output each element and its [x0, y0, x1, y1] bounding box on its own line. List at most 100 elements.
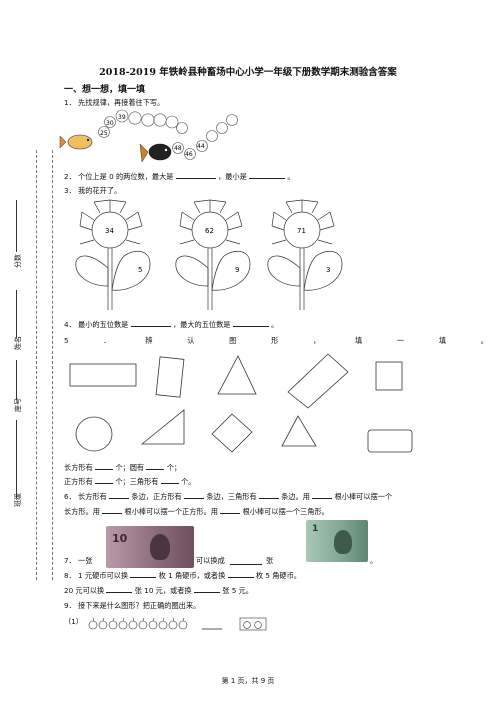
question-5-answer-line-1: 长方形有 个；圆有 个；: [64, 463, 181, 473]
portrait-icon: [150, 534, 170, 560]
apple-icon: [168, 617, 178, 630]
shape-square: [375, 361, 403, 391]
question-9-text: 9． 接下来是什么图形？把正确的圈出来。: [64, 601, 201, 610]
banknote-value: 1: [312, 524, 319, 534]
answer-blank[interactable]: [312, 498, 333, 499]
chain-number-2: 30: [106, 120, 114, 127]
question-2-part-b: ，最小是: [218, 172, 247, 181]
score-blank[interactable]: [16, 200, 17, 252]
q6-text: 6． 长方形有: [64, 492, 107, 501]
flower-2-leaf-number: 9: [235, 266, 239, 274]
q5-answer-text: 个；三角形有: [115, 477, 159, 486]
question-7-text-b: 可以换成: [196, 556, 225, 565]
question-6-line-1: 6． 长方形有 条边，正方形有 条边，三角形有 条边。用 根小棒可以摆一个: [64, 492, 392, 502]
q6-text: 根小棒可以摆一个正方形。用: [124, 507, 218, 516]
choice-box[interactable]: [239, 617, 267, 631]
q8-text: 张 10 元，或者换: [134, 586, 192, 595]
apple-icon: [128, 617, 138, 630]
question-4-part-a: 4． 最小的五位数是: [64, 320, 129, 329]
name-label: 姓名: [14, 336, 22, 350]
apple-icon: [243, 621, 251, 629]
fish-number-chain: 39 30 25 48 44 46: [59, 109, 238, 163]
q5-char: 认: [187, 336, 195, 345]
answer-blank[interactable]: [95, 469, 114, 470]
document-title: 2018-2019 年铁岭县种畜场中心小学一年级下册数学期末测验含答案: [99, 67, 397, 78]
q5-char: 一: [396, 336, 405, 345]
apple-icon: [98, 617, 108, 630]
answer-blank[interactable]: [193, 592, 220, 593]
q8-text: 20 元可以换: [64, 586, 105, 595]
answer-blank[interactable]: [258, 498, 279, 499]
answer-blank[interactable]: [160, 483, 179, 484]
apple-icon: [118, 617, 128, 630]
score-label: 分数: [14, 254, 22, 268]
question-8-line-1: 8． 1 元硬币可以换 枚 1 角硬币，或者换 枚 5 角硬币。: [64, 571, 301, 581]
question-4-end: 。: [271, 320, 279, 329]
flower-1-center-number: 34: [105, 227, 114, 235]
question-5-text: 5 ． 辨 认 图 形 ， 填 一 填 。: [64, 336, 488, 346]
answer-blank[interactable]: [227, 577, 254, 578]
banknote-value: 10: [112, 532, 128, 545]
question-4-part-b: ，最大的五位数是: [172, 320, 231, 329]
bubble-chain-2: [172, 114, 238, 160]
flower-3: [267, 199, 343, 310]
question-6-line-2: 长方形。用 根小棒可以摆一个正方形。用 根小棒可以摆一个三角形。: [64, 507, 329, 517]
chain-number-3: 25: [100, 130, 108, 137]
flower-diagram: 34 5 62 9 71 3: [75, 199, 343, 310]
answer-blank[interactable]: [232, 326, 269, 327]
chain-number-6: 46: [185, 151, 193, 158]
apple-icon: [88, 617, 98, 630]
q5-char: 填: [438, 336, 447, 345]
q5-answer-text: 个。: [181, 477, 196, 486]
ten-yuan-banknote: 10: [106, 526, 194, 568]
chain-number-1: 39: [118, 114, 126, 121]
name-blank[interactable]: [16, 290, 17, 338]
q8-text: 枚 1 角硬币，或者换: [158, 571, 226, 580]
q5-char: 填: [354, 336, 363, 345]
q5-answer-text: 个；圆有: [115, 463, 145, 472]
portrait-icon: [334, 530, 352, 554]
answer-blank[interactable]: [184, 498, 205, 499]
binding-line-outer: [36, 150, 37, 580]
class-label: 班级: [14, 493, 22, 507]
answer-blank[interactable]: [175, 178, 216, 179]
fish-icon: [139, 143, 172, 163]
class-blank[interactable]: [16, 420, 17, 498]
q6-text: 长方形。用: [64, 507, 100, 516]
answer-blank[interactable]: [95, 483, 114, 484]
answer-blank[interactable]: [106, 592, 133, 593]
shape-square-tilted: [211, 413, 253, 453]
flower-2-center-number: 62: [205, 227, 214, 235]
q6-text: 条边。用: [281, 492, 310, 501]
shape-triangle-2: [281, 415, 317, 447]
apple-icon: [138, 617, 148, 630]
flower-3-center-number: 71: [297, 227, 306, 235]
question-7-text-a: 7． 一张: [64, 556, 93, 565]
fish-icon: [59, 134, 93, 150]
apple-icon: [254, 621, 262, 629]
q5-answer-text: 长方形有: [64, 463, 93, 472]
answer-blank[interactable]: [109, 498, 130, 499]
q6-text: 条边，三角形有: [206, 492, 257, 501]
answer-blank[interactable]: [130, 577, 157, 578]
chain-number-4: 48: [174, 145, 182, 152]
answer-blank[interactable]: [230, 564, 262, 565]
answer-blank[interactable]: [249, 178, 286, 179]
question-9-row-label: （1）: [64, 617, 83, 626]
shape-rectangle-wide: [69, 363, 137, 387]
seat-blank[interactable]: [16, 360, 17, 400]
question-3-text: 3． 我的花开了。: [64, 186, 122, 195]
flower-3-leaf-number: 3: [326, 266, 330, 274]
answer-blank[interactable]: [130, 326, 171, 327]
shape-triangle: [217, 355, 257, 395]
answer-blank[interactable]: [220, 513, 241, 514]
shapes-diagram: [69, 353, 413, 453]
q6-text: 根小棒可以摆一个: [334, 492, 393, 501]
question-1-text: 1． 先找规律，再接着往下写。: [64, 98, 165, 107]
apple-icon: [148, 617, 158, 630]
q5-answer-text: 正方形有: [64, 477, 93, 486]
answer-blank[interactable]: [146, 469, 165, 470]
answer-blank[interactable]: [102, 513, 123, 514]
pattern-sequence: [88, 617, 267, 631]
q5-char: ，: [313, 336, 321, 345]
